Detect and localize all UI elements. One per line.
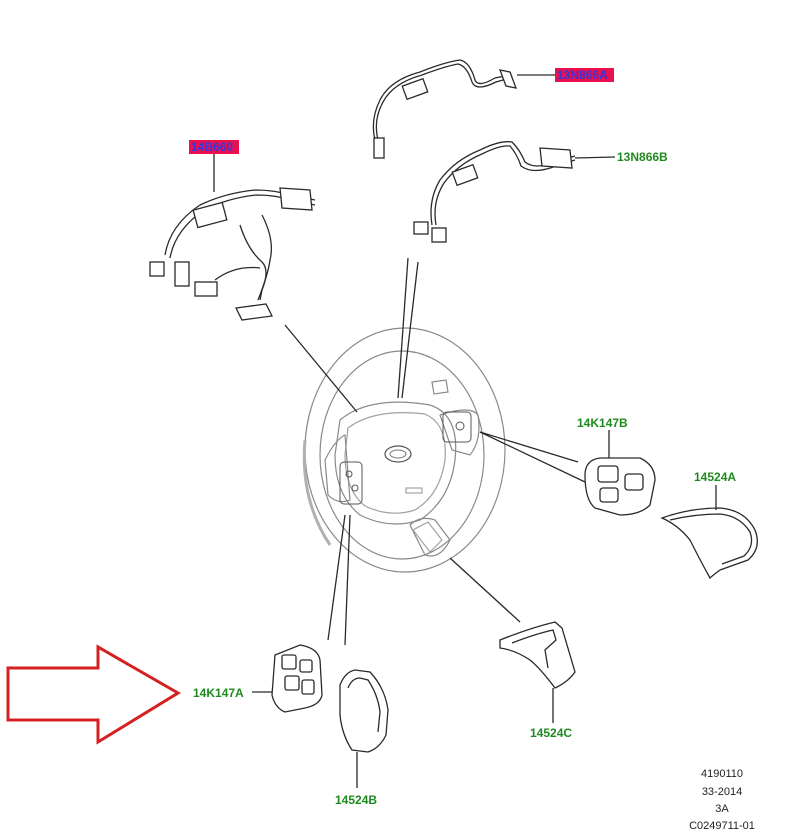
label-14524a: 14524A [694, 470, 736, 484]
label-14b660: 14B660 [191, 140, 233, 154]
info-line-2: 33-2014 [702, 786, 742, 798]
cover-14524a [660, 507, 758, 580]
label-14524b: 14524B [335, 793, 377, 807]
cover-14524c [499, 621, 576, 702]
illustration-info: 4190110 33-2014 3A C0249711-01 [689, 768, 755, 832]
label-14k147a: 14K147A [193, 686, 244, 700]
label-13n866b: 13N866B [617, 150, 668, 164]
steering-wheel-badge-icon [384, 445, 423, 494]
red-outline-arrow-icon [6, 644, 181, 745]
label-14k147b: 14K147B [577, 416, 628, 430]
harness-13n866a [372, 59, 518, 159]
label-13n866a-highlight: 13N866A [555, 68, 614, 82]
leader-lines [213, 74, 717, 788]
wheel-switches [339, 411, 472, 505]
label-14524c: 14524C [530, 726, 572, 740]
label-13n866a: 13N866A [557, 68, 608, 82]
steering-wheel [302, 327, 506, 573]
cover-14524b [339, 669, 389, 764]
harness-14b660 [149, 187, 316, 321]
info-line-1: 4190110 [701, 768, 743, 780]
label-14b660-highlight: 14B660 [189, 140, 239, 154]
switch-pack-14k147a [271, 644, 323, 713]
info-line-3: 3A [715, 803, 729, 815]
switch-pack-14k147b [584, 457, 656, 516]
harness-13n866b [413, 141, 576, 243]
info-line-4: C0249711-01 [689, 820, 755, 832]
